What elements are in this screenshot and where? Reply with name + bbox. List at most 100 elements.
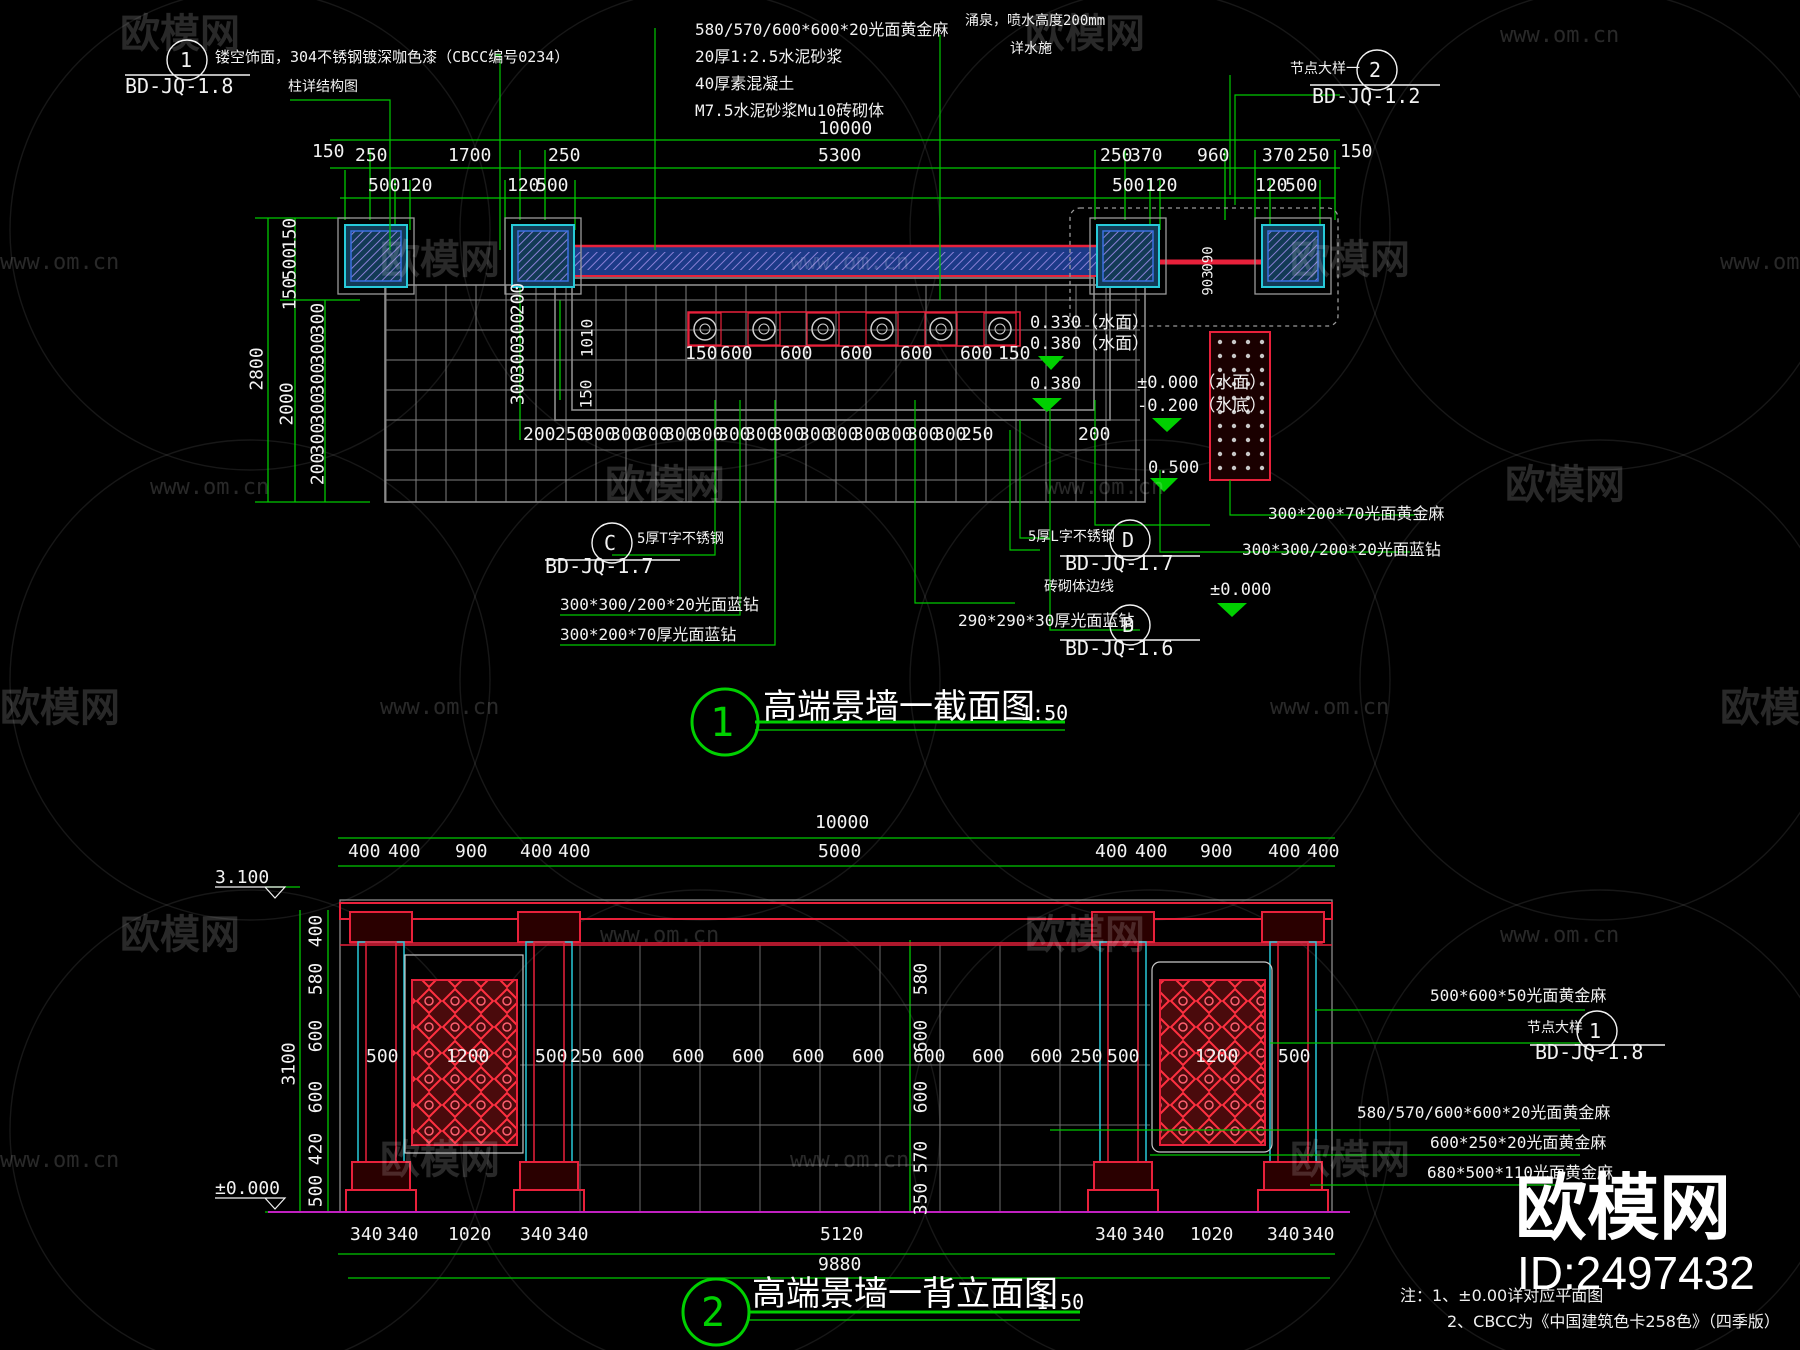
dim: 120 [507, 175, 540, 196]
watermark-brand: 欧模网 [0, 685, 120, 731]
texture-dot [1217, 437, 1223, 443]
texture-dot [1231, 395, 1237, 401]
pillar-capital [517, 911, 581, 943]
dim: 370 [1130, 145, 1163, 166]
texture-dot [1231, 423, 1237, 429]
dim-mid-horizontal: 600 [913, 1046, 946, 1067]
dim-top: 900 [1200, 841, 1233, 862]
dim: 300 [307, 422, 329, 456]
dim-bottom: 300 [691, 424, 724, 445]
section-leader-lines [290, 28, 1415, 646]
texture-dot [1217, 367, 1223, 373]
watermark-site: www.om.cn [380, 695, 500, 720]
level-text: 0.330（水面） [1030, 313, 1150, 333]
texture-dot [1259, 395, 1265, 401]
nozzle-icon [929, 317, 953, 341]
dim-bottom: 340 [1302, 1224, 1335, 1245]
watermark-brand: 欧模网 [120, 11, 240, 57]
watermark-site: www.om.cn [0, 1148, 120, 1173]
dim: 250 [1297, 145, 1330, 166]
dim-bottom: 5120 [820, 1224, 864, 1245]
dim: 150 [685, 343, 718, 364]
dim-mid-horizontal: 500 [366, 1046, 399, 1067]
dim-left: 500 [305, 1174, 327, 1208]
dim-bottom: 300 [826, 424, 859, 445]
texture-dot [1259, 451, 1265, 457]
dim: 500 [536, 175, 569, 196]
dim-left: 580 [305, 962, 327, 996]
dim-mid-horizontal: 500 [1107, 1046, 1140, 1067]
texture-dot [1259, 339, 1265, 345]
dim-mid-vertical: 600 [910, 1080, 932, 1114]
dim: 150 [312, 141, 345, 162]
node-detail-id: 1 [1589, 1019, 1602, 1043]
nozzle-icon [752, 317, 776, 341]
dim-left: 600 [305, 1019, 327, 1053]
texture-dot [1245, 395, 1251, 401]
nozzle-icon [870, 317, 894, 341]
fountain-note-2: 详水施 [1010, 41, 1052, 57]
texture-dot [1231, 409, 1237, 415]
dim-bottom: 300 [610, 424, 643, 445]
texture-dot [1245, 451, 1251, 457]
section-pillars [337, 217, 1332, 295]
dim-mid-horizontal: 600 [732, 1046, 765, 1067]
dim: 150 [998, 343, 1031, 364]
node-detail-ref: BD-JQ-1.8 [1535, 1040, 1644, 1064]
layer-3: 40厚素混凝土 [695, 74, 795, 93]
texture-dot [1231, 465, 1237, 471]
dim: 120 [1145, 175, 1178, 196]
dim-bottom: 340 [386, 1224, 419, 1245]
texture-dot [1231, 367, 1237, 373]
dim-bottom: 300 [583, 424, 616, 445]
dim-left: 600 [305, 1080, 327, 1114]
elevation-number: 2 [701, 1290, 726, 1336]
nozzle-row-frame [687, 311, 1021, 347]
elevation-scale: 1:50 [1036, 1290, 1085, 1314]
dim-bottom: 340 [350, 1224, 383, 1245]
watermark-brand: 欧模网 [380, 237, 500, 283]
watermark-site: www.om.cn [1500, 923, 1620, 948]
lattice-frame-left [404, 954, 524, 1154]
node-detail-ref: BD-JQ-1.2 [1312, 84, 1421, 108]
watermark-brand: 欧模网 [120, 912, 240, 958]
pillar-base [1093, 1161, 1153, 1191]
nozzle-icon-inner [935, 323, 947, 335]
dim: 250 [1100, 145, 1133, 166]
dim-mid-horizontal: 600 [1030, 1046, 1063, 1067]
dim-height-total: 2800 [246, 347, 268, 391]
texture-dot [1217, 353, 1223, 359]
dim-bottom: 200 [523, 424, 556, 445]
material-4: 680*500*110光面黄金麻 [1427, 1163, 1613, 1182]
pillar-hatch [1102, 230, 1154, 282]
watermark-site: www.om.cn [1045, 475, 1165, 500]
watermark-brand: 欧模网 [380, 1137, 500, 1183]
texture-dot [1245, 339, 1251, 345]
dim: 500 [368, 175, 401, 196]
texture-dot [1217, 409, 1223, 415]
elevation-callout-bubble [1530, 1010, 1665, 1052]
dim-total: 10000 [815, 812, 870, 833]
level-text: 0.500 [1148, 458, 1200, 478]
material-2: 580/570/600*600*20光面黄金麻 [1357, 1103, 1611, 1122]
section-dim-lines-left [255, 217, 561, 503]
dim-top: 400 [1095, 841, 1128, 862]
nozzle-box [806, 312, 840, 346]
texture-dot [1245, 381, 1251, 387]
texture-dot [1259, 437, 1265, 443]
nozzle-icon-inner [699, 323, 711, 335]
nozzle-box [747, 312, 781, 346]
dim-mid-horizontal: 250 [570, 1046, 603, 1067]
watermark-site: www.om.cn [790, 250, 910, 275]
elevation-leader-lines [1050, 1009, 1585, 1186]
dim-top: 400 [1135, 841, 1168, 862]
dim-mid-horizontal: 1200 [1195, 1046, 1239, 1067]
callout-b-text: 290*290*30厚光面蓝钻 [958, 611, 1135, 630]
pillar-hatch [350, 230, 402, 282]
cornice-band [349, 918, 1323, 944]
dim-mid-horizontal: 600 [672, 1046, 705, 1067]
dim-bottom: 300 [907, 424, 940, 445]
dim-bottom: 1020 [448, 1224, 492, 1245]
pillar-capital [349, 911, 413, 943]
